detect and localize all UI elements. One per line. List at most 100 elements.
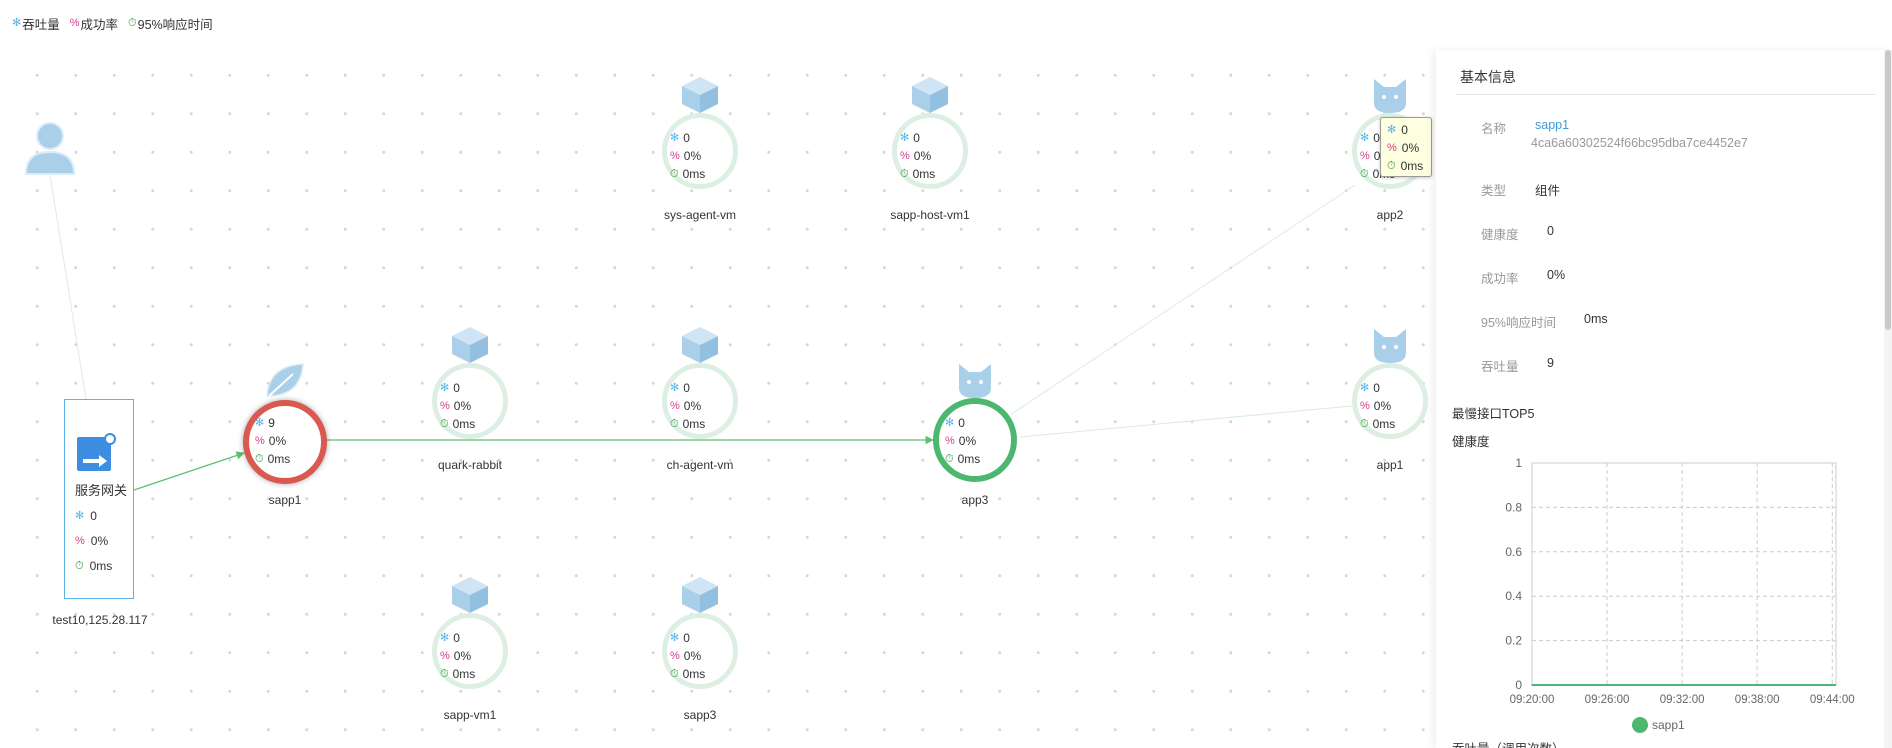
node-ring <box>662 113 738 189</box>
node-sapp1[interactable]: ✻9 %0% ⏱0ms sapp1 <box>235 358 335 508</box>
percent-icon: % <box>69 17 80 29</box>
cube-icon <box>912 77 948 113</box>
node-response: 0ms <box>682 417 706 431</box>
node-metrics: ✻9 %0% ⏱0ms <box>255 414 315 468</box>
legend-response[interactable]: ⏱ 95%响应时间 <box>128 14 213 33</box>
cat-icon <box>1374 329 1406 363</box>
node-success: 0% <box>683 399 702 413</box>
series-point <box>1756 684 1758 686</box>
node-quark-rabbit[interactable]: ✻0 %0% ⏱0ms quark-rabbit <box>420 323 520 473</box>
node-metrics: ✻0 %0% ⏱0ms <box>440 379 500 433</box>
node-label: sapp1 <box>268 493 302 507</box>
throughput-icon: ✻ <box>440 631 450 644</box>
chart-frame <box>1531 462 1837 686</box>
node-ch-agent-vm[interactable]: ✻0 %0% ⏱0ms ch-agent-vm <box>650 323 750 473</box>
node-throughput: 0 <box>683 381 690 395</box>
chart-y-ticks: 00.20.40.60.81 <box>1505 456 1522 692</box>
stopwatch-icon: ⏱ <box>945 452 954 465</box>
node-sapp-vm1[interactable]: ✻0 %0% ⏱0ms sapp-vm1 <box>420 573 520 723</box>
legend-success-label: 成功率 <box>80 18 119 32</box>
percent-icon: % <box>945 434 955 447</box>
node-ring <box>933 398 1017 482</box>
percent-icon: % <box>900 149 910 162</box>
node-success: 0% <box>683 649 702 663</box>
cube-icon <box>682 327 718 363</box>
throughput-icon: ✻ <box>75 510 85 522</box>
series-point <box>1831 684 1834 686</box>
stopwatch-icon: ⏱ <box>128 17 137 29</box>
series-point <box>1531 684 1533 686</box>
info-val: 0ms <box>1584 312 1608 326</box>
node-metrics: ✻0 %0% ⏱0ms <box>670 629 730 683</box>
gateway-metrics: ✻0 %0% ⏱0ms <box>75 504 112 579</box>
node-success: 0% <box>453 399 472 413</box>
y-tick-label: 0 <box>1515 678 1522 692</box>
gateway-node[interactable]: 服务网关 ✻0 %0% ⏱0ms <box>64 399 134 599</box>
cube-icon <box>452 327 488 363</box>
legend-throughput[interactable]: ✻ 吞吐量 <box>12 14 60 33</box>
node-ring <box>662 363 738 439</box>
node-label: sys-agent-vm <box>663 208 737 222</box>
x-tick-label: 09:38:00 <box>1735 694 1780 706</box>
throughput-icon: ✻ <box>670 631 680 644</box>
panel-scrollbar-thumb[interactable] <box>1885 50 1891 330</box>
node-throughput: 0 <box>1373 381 1380 395</box>
throughput-icon: ✻ <box>1387 123 1397 136</box>
node-app1[interactable]: ✻0 %0% ⏱0ms app1 <box>1340 323 1440 473</box>
node-metrics: ✻0 %0% ⏱0ms <box>440 629 500 683</box>
x-tick-label: 09:44:00 <box>1810 694 1855 706</box>
x-tick-label: 09:26:00 <box>1585 694 1630 706</box>
stopwatch-icon: ⏱ <box>670 417 679 430</box>
percent-icon: % <box>670 149 680 162</box>
info-key: 吞吐量 <box>1481 360 1519 374</box>
info-panel[interactable]: 基本信息 名称 sapp1 4ca6a60302524f66bc95dba7ce… <box>1436 50 1892 748</box>
component-id: 4ca6a60302524f66bc95dba7ce4452e7 <box>1531 136 1748 150</box>
node-ring <box>1352 363 1428 439</box>
throughput-icon: ✻ <box>670 381 680 394</box>
component-name-link[interactable]: sapp1 <box>1535 118 1570 132</box>
percent-icon: % <box>1387 141 1397 154</box>
panel-scrollbar[interactable] <box>1884 50 1892 748</box>
legend-success[interactable]: % 成功率 <box>70 14 118 33</box>
y-tick-label: 0.6 <box>1505 545 1522 559</box>
stopwatch-icon: ⏱ <box>255 452 264 465</box>
chart-series <box>1531 684 1836 686</box>
node-throughput: 0 <box>453 381 460 395</box>
node-app3[interactable]: ✻0 %0% ⏱0ms app3 <box>925 358 1025 508</box>
node-sapp3[interactable]: ✻0 %0% ⏱0ms sapp3 <box>650 573 750 723</box>
node-success: 0% <box>453 649 472 663</box>
info-val: 0 <box>1547 224 1554 238</box>
percent-icon: % <box>1360 149 1370 162</box>
legend-throughput-label: 吞吐量 <box>22 18 60 32</box>
throughput-icon: ✻ <box>1360 131 1370 144</box>
node-response: 0ms <box>912 167 936 181</box>
user-node[interactable] <box>0 110 100 180</box>
tooltip-throughput: 0 <box>1401 123 1408 137</box>
node-success: 0% <box>683 149 702 163</box>
node-sapp-host-vm1[interactable]: ✻0 %0% ⏱0ms sapp-host-vm1 <box>880 73 980 223</box>
chart-grid <box>1531 462 1837 686</box>
node-ring <box>432 363 508 439</box>
node-metrics: ✻0 %0% ⏱0ms <box>900 129 960 183</box>
gateway-icon <box>77 433 116 471</box>
stopwatch-icon: ⏱ <box>440 667 449 680</box>
node-label: app2 <box>1376 208 1404 222</box>
info-val: 9 <box>1547 356 1554 370</box>
node-throughput: 0 <box>958 416 965 430</box>
node-label: app3 <box>961 493 989 507</box>
y-tick-label: 0.2 <box>1505 634 1522 648</box>
gateway-title: 服务网关 <box>75 483 128 498</box>
percent-icon: % <box>670 649 680 662</box>
throughput-icon: ✻ <box>255 416 265 429</box>
stopwatch-icon: ⏱ <box>440 417 449 430</box>
stopwatch-icon: ⏱ <box>75 560 84 572</box>
health-chart-title: 健康度 <box>1452 435 1490 449</box>
node-ring <box>432 613 508 689</box>
node-label: sapp-host-vm1 <box>890 208 970 222</box>
stopwatch-icon: ⏱ <box>1360 417 1369 430</box>
node-sys-agent-vm[interactable]: ✻0 %0% ⏱0ms sys-agent-vm <box>650 73 750 223</box>
info-val: 组件 <box>1535 184 1561 198</box>
gateway-success: 0% <box>90 534 109 548</box>
